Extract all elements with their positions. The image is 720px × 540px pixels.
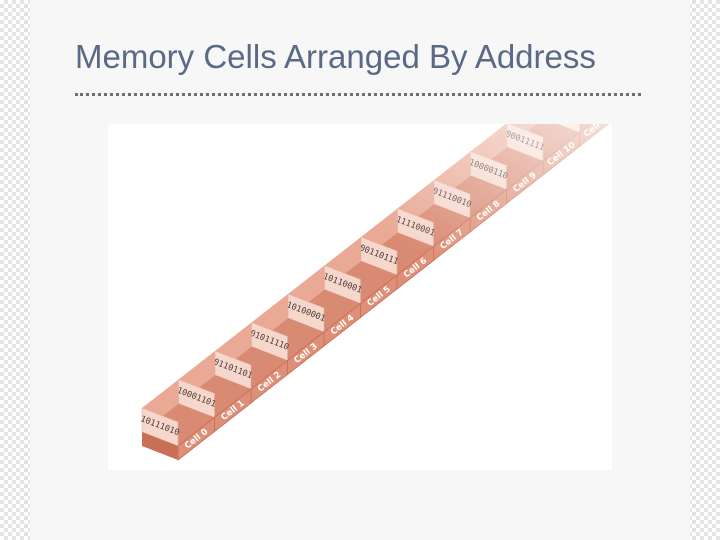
slide: Memory Cells Arranged By Address 0111110… <box>30 0 690 540</box>
memory-strip: 01111100Cell 1100011111Cell 1010000110Ce… <box>108 124 612 470</box>
memory-cells-diagram: 01111100Cell 1100011111Cell 1010000110Ce… <box>108 124 612 470</box>
fade-overlay <box>108 124 612 470</box>
title-divider <box>75 93 641 96</box>
slide-title: Memory Cells Arranged By Address <box>75 38 596 75</box>
